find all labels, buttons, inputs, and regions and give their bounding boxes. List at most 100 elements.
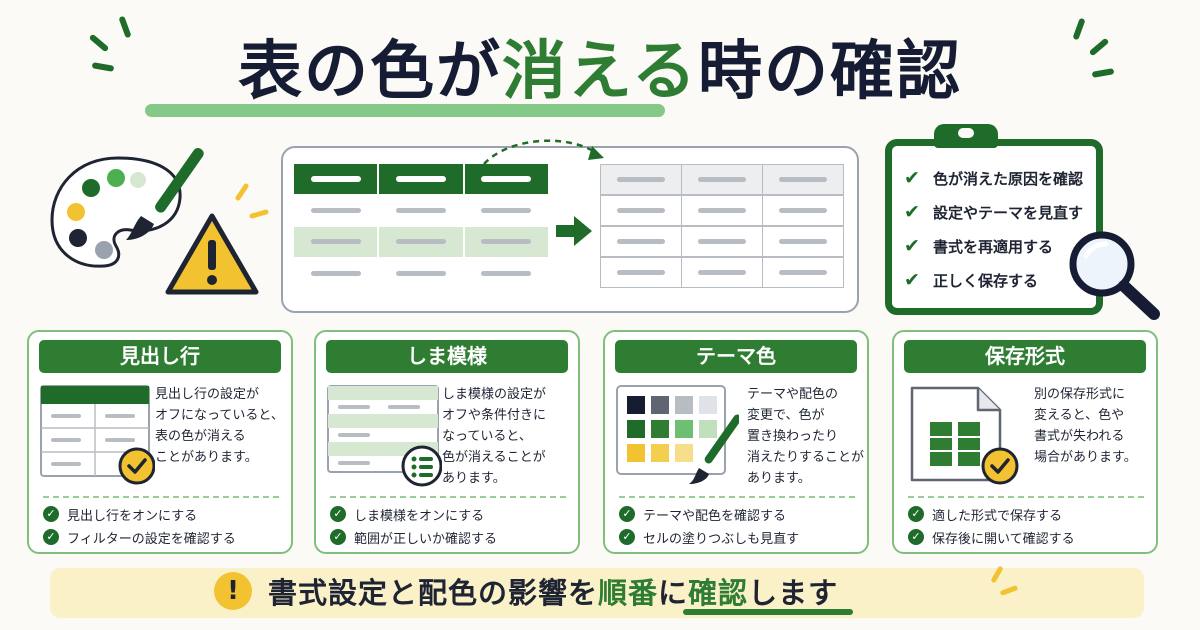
check-icon: ✓ [619, 529, 635, 545]
card-tip: ✓テーマや配色を確認する [619, 503, 786, 525]
checklist-item: ✔設定やテーマを見直す [904, 198, 1083, 226]
table-cell [464, 227, 548, 257]
card-tip: ✓ 保存後に開いて確認する [908, 526, 1075, 548]
title-spark [88, 33, 110, 53]
card-title: 保存形式 [904, 340, 1146, 373]
table-cell [294, 195, 378, 225]
page-title: 表の色が消える時の確認 [150, 22, 1050, 122]
table-cell [601, 195, 681, 226]
card-desc-line: 場合があります。 [1034, 450, 1137, 465]
card-save-format: 保存形式 別の保存形式に 変えると、色や 書式が失われる 場合があります。 ✓適… [892, 330, 1158, 554]
card-title: しま模様 [326, 340, 568, 373]
card-theme-color: テーマ色 テーマや配色の 変更で、色が 置き換わったり 消えたりすることが あり… [603, 330, 869, 554]
card-desc-line: テーマや配色の [747, 387, 839, 402]
card-description: 見出し行の設定が オフになっていると、 表の色が消える ことがあります。 [155, 384, 295, 468]
summary-text-part: します [748, 576, 839, 610]
table-cell [763, 257, 843, 287]
list-icon [401, 445, 442, 487]
title-part-3: 時の確認 [698, 35, 963, 109]
card-tip: ✓ しま模様をオンにする [330, 503, 484, 525]
table-cell [601, 165, 681, 195]
card-description: テーマや配色の 変更で、色が 置き換わったり 消えたりすることが あります。 [747, 384, 871, 489]
card-tip-label: 範囲が正しいか確認する [354, 531, 498, 547]
table-before [294, 164, 548, 288]
check-badge-icon [981, 447, 1019, 485]
title-part-2: 消える [501, 35, 699, 109]
title-spark [1091, 68, 1115, 78]
card-desc-line: あります。 [747, 471, 811, 486]
table-cell [379, 227, 463, 257]
table-cell [464, 258, 548, 288]
card-desc-line: 変えると、色や [1034, 408, 1125, 423]
card-header-row: 見出し行 見出し行の設定が オフになっていると、 表の色が消える ことがあります… [27, 330, 293, 554]
banner-underline [683, 609, 853, 615]
card-banded-rows: しま模様 しま模様の設定が オフや条件付きに なっていると、 色が消えることが … [314, 330, 580, 554]
table-cell [682, 195, 762, 226]
card-desc-line: オフになっていると、 [155, 408, 284, 423]
check-icon: ✔ [904, 269, 920, 291]
table-cell [464, 195, 548, 225]
check-icon: ✓ [908, 529, 924, 545]
table-cell [379, 164, 463, 194]
card-desc-line: ことがあります。 [155, 450, 258, 465]
table-cell [379, 195, 463, 225]
table-cell [763, 165, 843, 195]
card-description: しま模様の設定が オフや条件付きに なっていると、 色が消えることが あります。 [442, 384, 582, 489]
card-desc-line: 別の保存形式に [1034, 387, 1126, 402]
check-icon: ✓ [908, 506, 924, 522]
table-cell [682, 226, 762, 257]
check-icon: ✓ [330, 529, 346, 545]
table-cell [763, 195, 843, 226]
checklist-item: ✔書式を再適用する [904, 232, 1053, 260]
palette-icon [50, 156, 182, 268]
card-title: テーマ色 [615, 340, 857, 373]
check-icon: ✓ [43, 529, 59, 545]
title-spark [91, 62, 115, 72]
exclamation-icon: ! [214, 572, 252, 610]
title-spark [1072, 17, 1086, 41]
clipboard-clip-hole [958, 128, 974, 138]
paintbrush-icon [689, 414, 739, 484]
summary-text-part: 書式設定と配色の影響を [268, 576, 599, 610]
title-part-1: 表の色が [237, 35, 502, 109]
card-tip-label: しま模様をオンにする [354, 508, 485, 524]
summary-text-highlight: 確認 [688, 576, 749, 610]
table-cell [294, 258, 378, 288]
card-divider [619, 496, 855, 498]
checklist-item-label: 設定やテーマを見直す [933, 203, 1084, 222]
card-description: 別の保存形式に 変えると、色や 書式が失われる 場合があります。 [1034, 384, 1158, 468]
dashed-arrow-icon [483, 139, 604, 165]
card-desc-line: 消えたりすることが [747, 450, 865, 465]
card-divider [330, 496, 566, 498]
table-cell [601, 257, 681, 287]
card-desc-line: 色が消えることが [442, 450, 546, 465]
checklist-item: ✔ 色が消えた原因を確認 [904, 164, 1083, 192]
card-tip: ✓セルの塗りつぶしも見直す [619, 526, 799, 548]
checklist-item-label: 正しく保存する [933, 271, 1039, 290]
card-divider [908, 496, 1144, 498]
table-cell [682, 165, 762, 195]
card-tip-label: フィルターの設定を確認する [67, 531, 236, 547]
card-tip-label: 保存後に開いて確認する [932, 531, 1075, 547]
check-icon: ✔ [904, 167, 920, 189]
card-desc-line: 変更で、色が [747, 408, 825, 423]
table-cell [294, 227, 378, 257]
card-desc-line: あります。 [442, 471, 506, 486]
card-desc-line: なっていると、 [442, 429, 532, 444]
card-desc-line: 書式が失われる [1034, 429, 1125, 444]
table-after [600, 164, 844, 288]
warning-triangle-icon [165, 183, 269, 295]
card-tip: ✓ 範囲が正しいか確認する [330, 526, 497, 548]
card-divider [43, 496, 279, 498]
table-cell [601, 226, 681, 257]
paintbrush-icon [126, 147, 204, 240]
card-tip: ✓適した形式で保存する [908, 503, 1062, 525]
table-cell [464, 164, 548, 194]
check-icon: ✓ [43, 506, 59, 522]
checklist-item-label: 色が消えた原因を確認 [933, 169, 1084, 188]
check-icon: ✓ [330, 506, 346, 522]
card-desc-line: 見出し行の設定が [155, 387, 260, 402]
checklist-item: ✔ 正しく保存する [904, 266, 1038, 294]
summary-text-part: に [658, 576, 689, 610]
title-spark [118, 15, 132, 39]
